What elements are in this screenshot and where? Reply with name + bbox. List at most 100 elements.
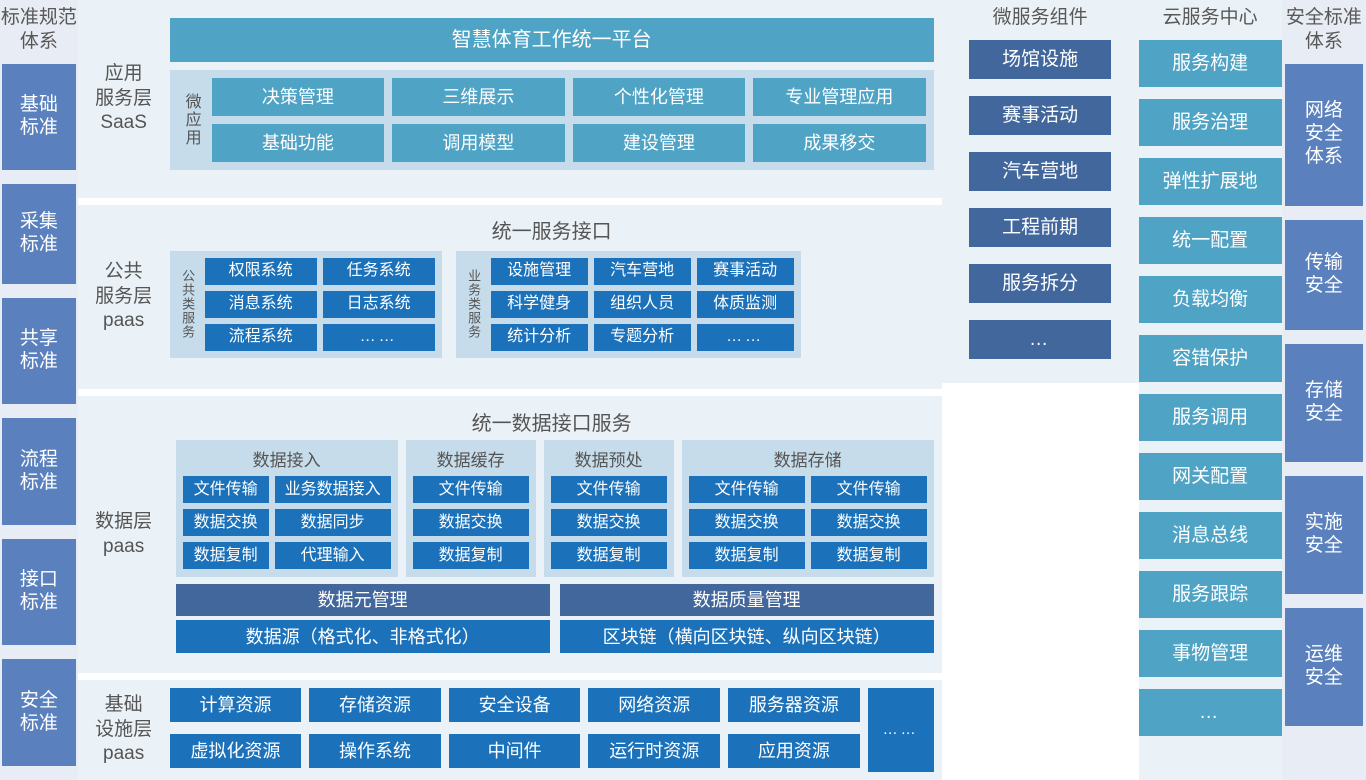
common-service-group: 公共类服务 权限系统 任务系统 消息系统 日志系统 流程系统 ……	[169, 250, 442, 358]
svc-business-more[interactable]: ……	[696, 323, 794, 351]
cloud-service-tracing[interactable]: 服务跟踪	[1138, 570, 1282, 618]
di-file-transfer[interactable]: 文件传输	[182, 476, 269, 504]
svc-log-system[interactable]: 日志系统	[322, 290, 435, 318]
app-basic-function[interactable]: 基础功能	[211, 124, 385, 162]
svc-task-system[interactable]: 任务系统	[322, 257, 435, 285]
metadata-management-col: 数据元管理 数据源（格式化、非格式化）	[175, 584, 550, 654]
standard-item-interface[interactable]: 接口 标准	[1, 538, 76, 646]
micro-project-preliminary[interactable]: 工程前期	[969, 207, 1112, 247]
dc-file-transfer[interactable]: 文件传输	[412, 476, 529, 504]
infra-more[interactable]: ……	[867, 688, 934, 772]
dc-data-replication[interactable]: 数据复制	[412, 542, 529, 570]
svc-rv-camp[interactable]: 汽车营地	[593, 257, 691, 285]
cloud-fault-tolerance[interactable]: 容错保护	[1138, 334, 1282, 382]
standard-item-process[interactable]: 流程 标准	[1, 418, 76, 525]
dp-data-exchange[interactable]: 数据交换	[550, 509, 667, 537]
micro-venue-facility[interactable]: 场馆设施	[969, 39, 1112, 79]
app-decision-management[interactable]: 决策管理	[211, 78, 385, 116]
ds-file-transfer-2[interactable]: 文件传输	[810, 476, 927, 504]
infra-security-device[interactable]: 安全设备	[448, 688, 581, 723]
app-construction-management[interactable]: 建设管理	[572, 124, 746, 162]
cloud-message-bus[interactable]: 消息总线	[1138, 511, 1282, 559]
dc-data-exchange[interactable]: 数据交换	[412, 509, 529, 537]
app-model-invocation[interactable]: 调用模型	[392, 124, 565, 162]
application-service-layer: 应用 服务层 SaaS 智慧体育工作统一平台 微应用 决策管理 三维展示 个性化…	[77, 0, 942, 198]
data-group-ingest-grid: 文件传输 业务数据接入 数据交换 数据同步 数据复制 代理输入	[182, 476, 391, 570]
standards-column-title: 标准规范 体系	[1, 6, 77, 54]
cloud-transaction-management[interactable]: 事物管理	[1138, 629, 1282, 677]
app-result-handover[interactable]: 成果移交	[753, 124, 926, 162]
ds-data-exchange-1[interactable]: 数据交换	[688, 509, 805, 537]
micro-app-group: 微应用 决策管理 三维展示 个性化管理 专业管理应用 基础功能 调用模型 建设管…	[169, 70, 934, 170]
svc-events[interactable]: 赛事活动	[696, 257, 794, 285]
ds-data-replication-1[interactable]: 数据复制	[688, 542, 805, 570]
security-storage[interactable]: 存储 安全	[1284, 343, 1363, 462]
cloud-gateway-config[interactable]: 网关配置	[1138, 452, 1282, 500]
svc-message-system[interactable]: 消息系统	[204, 290, 317, 318]
micro-rv-camp[interactable]: 汽车营地	[969, 151, 1112, 191]
app-personalized-management[interactable]: 个性化管理	[572, 78, 746, 116]
micro-service-decomposition[interactable]: 服务拆分	[969, 263, 1112, 303]
cloud-unified-config[interactable]: 统一配置	[1138, 216, 1282, 264]
infra-operating-system[interactable]: 操作系统	[309, 734, 441, 769]
blockchain-bar[interactable]: 区块链（横向区块链、纵向区块链）	[559, 620, 934, 654]
svc-process-system[interactable]: 流程系统	[204, 323, 317, 351]
standard-item-collection[interactable]: 采集 标准	[1, 184, 76, 284]
svc-facility-management[interactable]: 设施管理	[490, 257, 588, 285]
cloud-elastic-scaling[interactable]: 弹性扩展地	[1138, 157, 1282, 205]
micro-events[interactable]: 赛事活动	[969, 95, 1112, 135]
data-management-row: 数据元管理 数据源（格式化、非格式化） 数据质量管理 区块链（横向区块链、纵向区…	[170, 584, 934, 654]
security-transmission[interactable]: 传输 安全	[1284, 219, 1363, 330]
infra-compute-resource[interactable]: 计算资源	[169, 688, 302, 723]
security-network-system[interactable]: 网络 安全 体系	[1284, 63, 1363, 206]
svc-physique-monitoring[interactable]: 体质监测	[696, 290, 794, 318]
cloud-load-balancing[interactable]: 负载均衡	[1138, 275, 1282, 323]
ds-data-replication-2[interactable]: 数据复制	[810, 542, 927, 570]
dp-file-transfer[interactable]: 文件传输	[550, 476, 667, 504]
infra-virtualization-resource[interactable]: 虚拟化资源	[169, 734, 302, 769]
cloud-more[interactable]: …	[1138, 688, 1282, 736]
infra-server-resource[interactable]: 服务器资源	[728, 688, 860, 723]
micro-app-grid: 决策管理 三维展示 个性化管理 专业管理应用 基础功能 调用模型 建设管理 成果…	[211, 78, 926, 162]
ds-file-transfer-1[interactable]: 文件传输	[688, 476, 805, 504]
di-data-sync[interactable]: 数据同步	[274, 509, 391, 537]
micro-more[interactable]: …	[969, 319, 1112, 359]
standard-item-foundation[interactable]: 基础 标准	[1, 63, 76, 171]
app-3d-display[interactable]: 三维展示	[392, 78, 565, 116]
svc-organization-personnel[interactable]: 组织人员	[593, 290, 691, 318]
svc-scientific-fitness[interactable]: 科学健身	[490, 290, 588, 318]
application-layer-label: 应用 服务层 SaaS	[95, 62, 153, 134]
di-proxy-input[interactable]: 代理输入	[274, 542, 391, 570]
infra-middleware[interactable]: 中间件	[448, 734, 581, 769]
infra-storage-resource[interactable]: 存储资源	[309, 688, 441, 723]
dp-data-replication[interactable]: 数据复制	[550, 542, 667, 570]
security-operations[interactable]: 运维 安全	[1284, 607, 1363, 726]
ds-data-exchange-2[interactable]: 数据交换	[810, 509, 927, 537]
svc-permission-system[interactable]: 权限系统	[204, 257, 317, 285]
cloud-service-governance[interactable]: 服务治理	[1138, 98, 1282, 146]
di-data-exchange[interactable]: 数据交换	[182, 509, 269, 537]
svc-common-more[interactable]: ……	[322, 323, 435, 351]
metadata-management-bar[interactable]: 数据元管理	[175, 584, 550, 617]
infra-application-resource[interactable]: 应用资源	[728, 734, 860, 769]
standard-item-security[interactable]: 安全 标准	[1, 659, 76, 766]
data-group-storage-grid: 文件传输 文件传输 数据交换 数据交换 数据复制 数据复制	[688, 476, 927, 570]
app-professional-management[interactable]: 专业管理应用	[753, 78, 926, 116]
business-service-vertical-label: 业务类服务	[466, 269, 482, 340]
public-service-layer-label: 公共 服务层 paas	[95, 261, 153, 332]
svc-statistical-analysis[interactable]: 统计分析	[490, 323, 588, 351]
di-business-data-access[interactable]: 业务数据接入	[274, 476, 391, 504]
infra-runtime-resource[interactable]: 运行时资源	[588, 734, 721, 769]
data-layer-label: 数据层 paas	[95, 511, 153, 557]
data-source-bar[interactable]: 数据源（格式化、非格式化）	[175, 620, 550, 654]
unified-platform-bar[interactable]: 智慧体育工作统一平台	[169, 18, 934, 62]
cloud-service-build[interactable]: 服务构建	[1138, 39, 1282, 87]
svc-thematic-analysis[interactable]: 专题分析	[593, 323, 691, 351]
security-title-line-1: 安全标准	[1285, 7, 1362, 28]
di-data-replication[interactable]: 数据复制	[182, 542, 269, 570]
data-quality-management-bar[interactable]: 数据质量管理	[559, 584, 934, 617]
cloud-service-invocation[interactable]: 服务调用	[1138, 393, 1282, 441]
standard-item-sharing[interactable]: 共享 标准	[1, 297, 76, 405]
security-implementation[interactable]: 实施 安全	[1284, 475, 1363, 594]
infra-network-resource[interactable]: 网络资源	[588, 688, 721, 723]
